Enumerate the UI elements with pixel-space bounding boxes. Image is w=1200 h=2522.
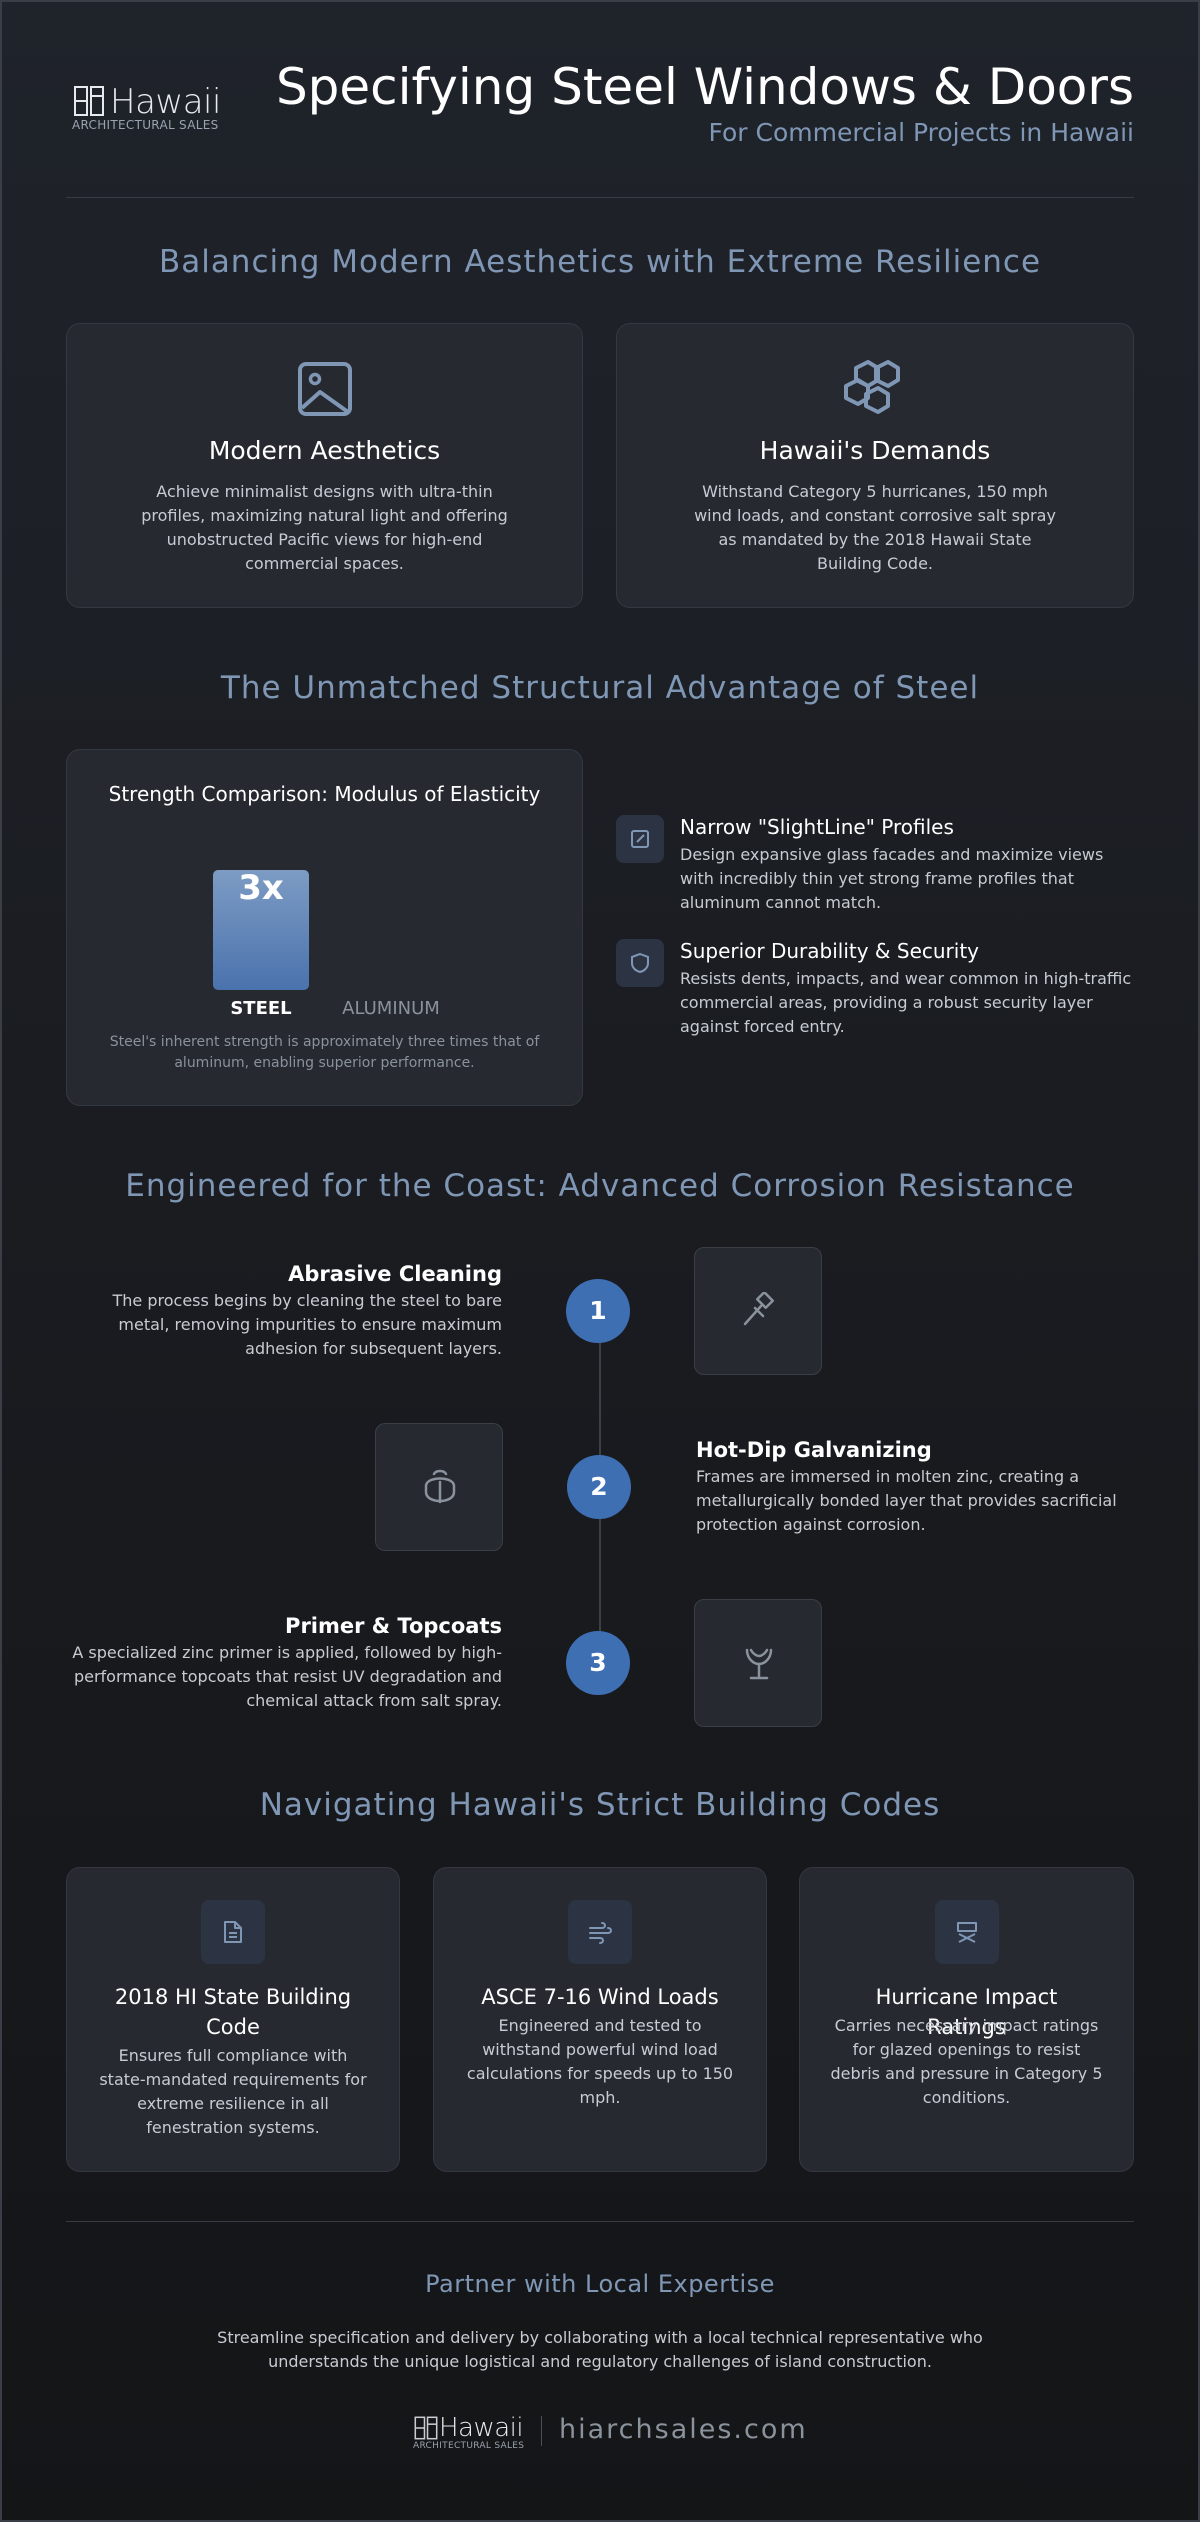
section-title-corrosion: Engineered for the Coast: Advanced Corro… <box>125 1168 1075 1204</box>
brand-logo[interactable]: Hawaii ARCHITECTURAL SALES <box>72 82 232 134</box>
vat-icon <box>424 1469 456 1504</box>
code-title: Hurricane Impact Ratings <box>875 1985 1058 2039</box>
step-number: 3 <box>566 1631 630 1695</box>
feature-title: Hawaii's Demands <box>759 436 991 465</box>
code-card-state: 2018 HI State Building Code Ensures full… <box>66 1867 400 2172</box>
logo-name: Hawaii <box>110 82 221 122</box>
tick-label-aluminum: ALUMINUM <box>342 998 440 1019</box>
step-title: Abrasive Cleaning <box>288 1262 502 1286</box>
step-number: 1 <box>566 1279 630 1343</box>
feature-card-aesthetics: Modern Aesthetics Achieve minimalist des… <box>66 323 583 608</box>
step-icon-box <box>694 1247 822 1375</box>
code-text: Carries necessary impact ratings for gla… <box>830 2016 1103 2107</box>
step-text: A specialized zinc primer is applied, fo… <box>72 1643 502 1710</box>
shield-icon <box>616 939 664 987</box>
profile-icon <box>616 815 664 863</box>
logo-name: Hawaii <box>439 2413 524 2443</box>
code-title: 2018 HI State Building Code <box>114 1985 352 2039</box>
advantage-profiles: Narrow "SlightLine" Profiles Design expa… <box>616 815 1136 925</box>
logo-tagline: ARCHITECTURAL SALES <box>72 118 219 132</box>
page-title: Specifying Steel Windows & Doors <box>275 58 1134 116</box>
step-title: Primer & Topcoats <box>285 1614 502 1638</box>
brush-icon <box>743 1292 775 1326</box>
advantage-text: Design expansive glass facades and maxim… <box>680 845 1104 912</box>
data-label-steel: 3x <box>238 868 284 908</box>
advantage-durability: Superior Durability & Security Resists d… <box>616 939 1136 1049</box>
code-text: Engineered and tested to withstand power… <box>466 2016 734 2107</box>
partner-text: Streamline specification and delivery by… <box>217 2328 983 2371</box>
footer-logo[interactable]: Hawaii ARCHITECTURAL SALES <box>413 2413 525 2451</box>
impact-icon <box>934 1900 999 1964</box>
bar-steel <box>213 870 309 990</box>
feature-card-demands: Hawaii's Demands Withstand Category 5 hu… <box>616 323 1134 608</box>
wind-icon <box>568 1900 632 1964</box>
spray-icon <box>745 1648 773 1680</box>
step-title: Hot-Dip Galvanizing <box>696 1438 932 1462</box>
chart-card: Strength Comparison: Modulus of Elastici… <box>66 749 583 1106</box>
feature-text: Achieve minimalist designs with ultra-th… <box>141 482 508 573</box>
section-title-aesthetics: Balancing Modern Aesthetics with Extreme… <box>158 244 1042 280</box>
partner-title: Partner with Local Expertise <box>425 2270 775 2298</box>
section-title-structural: The Unmatched Structural Advantage of St… <box>220 670 980 706</box>
code-card-impact: Hurricane Impact Ratings Carries necessa… <box>799 1867 1134 2172</box>
step-number: 2 <box>567 1455 631 1519</box>
footer-separator <box>541 2416 542 2446</box>
advantage-title: Superior Durability & Security <box>680 939 980 963</box>
code-text: Ensures full compliance with state-manda… <box>99 2046 367 2137</box>
divider <box>66 2221 1134 2222</box>
logo-mark-icon <box>74 86 104 116</box>
step-text: Frames are immersed in molten zinc, crea… <box>696 1467 1117 1534</box>
image-icon <box>297 362 352 416</box>
chart-title: Strength Comparison: Modulus of Elastici… <box>108 782 541 806</box>
step-text: The process begins by cleaning the steel… <box>112 1291 503 1358</box>
chart-note: Steel's inherent strength is approximate… <box>109 1034 540 1071</box>
logo-mark-icon <box>414 2416 438 2440</box>
step-icon-box <box>375 1423 503 1551</box>
section-title-codes: Navigating Hawaii's Strict Building Code… <box>259 1787 941 1823</box>
website-link[interactable]: hiarchsales.com <box>559 2414 808 2445</box>
tick-label-steel: STEEL <box>230 998 291 1019</box>
advantage-title: Narrow "SlightLine" Profiles <box>680 815 954 839</box>
divider <box>66 197 1134 198</box>
feature-title: Modern Aesthetics <box>208 436 441 465</box>
document-icon <box>201 1900 265 1964</box>
page-subtitle: For Commercial Projects in Hawaii <box>708 118 1134 147</box>
advantage-text: Resists dents, impacts, and wear common … <box>680 969 1132 1036</box>
code-card-wind: ASCE 7-16 Wind Loads Engineered and test… <box>433 1867 767 2172</box>
logo-tagline: ARCHITECTURAL SALES <box>413 2441 525 2451</box>
hurricane-icon <box>844 360 900 414</box>
code-title: ASCE 7-16 Wind Loads <box>481 1985 719 2009</box>
step-icon-box <box>694 1599 822 1727</box>
feature-text: Withstand Category 5 hurricanes, 150 mph… <box>694 482 1056 573</box>
